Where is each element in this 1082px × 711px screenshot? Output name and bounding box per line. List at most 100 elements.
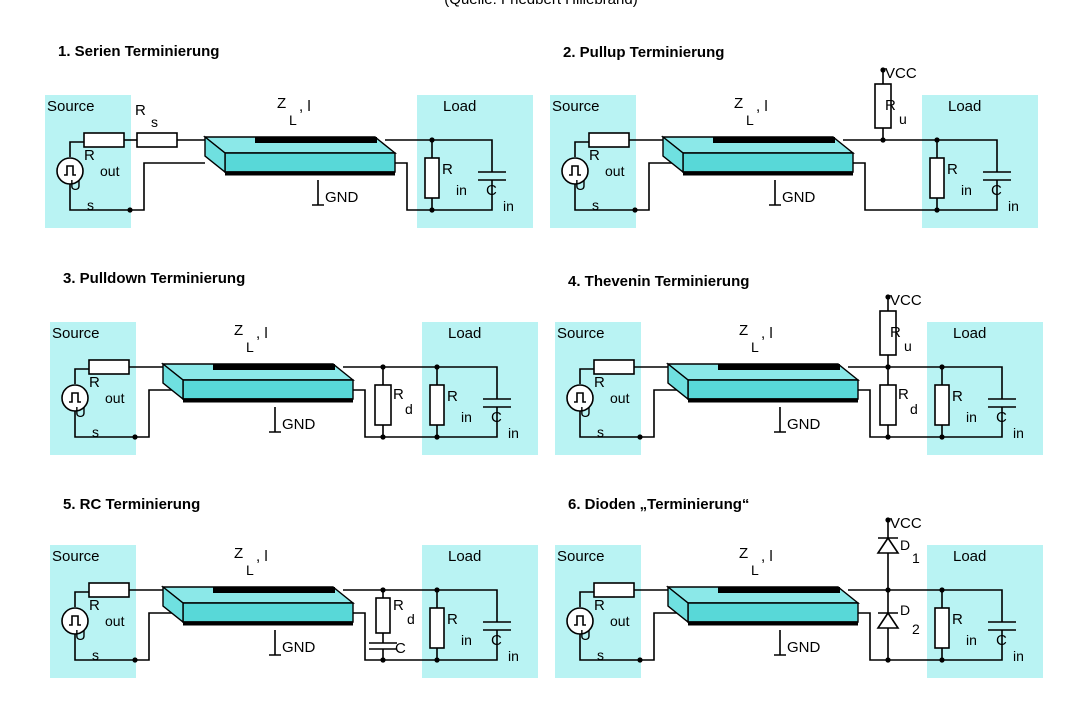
junction-dot xyxy=(434,364,440,370)
cin-label: C xyxy=(996,409,1007,426)
gnd-label: GND xyxy=(282,416,316,433)
line-front-face xyxy=(182,379,354,400)
source-return-wire xyxy=(579,612,715,661)
junction-dot xyxy=(127,207,133,213)
junction-dot xyxy=(939,587,945,593)
junction-dot xyxy=(934,137,940,143)
rs-sub: s xyxy=(151,114,158,130)
line-z-sub: L xyxy=(246,339,254,355)
rd-resistor xyxy=(375,597,391,634)
rin-sub: in xyxy=(456,182,467,198)
gnd-label: GND xyxy=(787,639,821,656)
output-wire xyxy=(343,366,498,387)
cin-label: C xyxy=(996,632,1007,649)
gnd-symbol xyxy=(312,180,324,206)
rin-label: R xyxy=(447,611,458,628)
us-label: U xyxy=(70,177,81,194)
rin-label: R xyxy=(952,388,963,405)
output-return-wire xyxy=(858,389,1003,438)
line-front-face xyxy=(182,602,354,623)
line-z-sub: L xyxy=(289,112,297,128)
rd-resistor xyxy=(879,384,897,426)
line-front-face xyxy=(687,379,859,400)
wire xyxy=(579,591,594,607)
gnd-label: GND xyxy=(787,416,821,433)
junction-dot xyxy=(885,434,891,440)
source-box xyxy=(550,95,636,228)
cin-label: C xyxy=(991,182,1002,199)
rout-sub: out xyxy=(100,163,120,179)
junction-dot xyxy=(380,587,386,593)
panel-title: 5. RC Terminierung xyxy=(63,496,200,513)
ru-sub: u xyxy=(899,111,907,127)
rin-resistor xyxy=(429,384,445,426)
source-return-wire xyxy=(69,162,205,211)
junction-dot xyxy=(434,657,440,663)
junction-dot xyxy=(885,587,891,593)
rout-label: R xyxy=(589,147,600,164)
us-sub: s xyxy=(92,647,99,663)
us-sub: s xyxy=(597,424,604,440)
output-wire xyxy=(385,139,493,160)
output-return-wire xyxy=(353,612,498,661)
pulse-symbol xyxy=(64,165,76,176)
us-label: U xyxy=(575,177,586,194)
rin-sub: in xyxy=(461,409,472,425)
cin-sub: in xyxy=(508,648,519,664)
gnd-label: GND xyxy=(782,189,816,206)
rout-resistor xyxy=(88,359,130,375)
line-z-label: Z xyxy=(277,95,286,112)
rd-label: R xyxy=(393,386,404,403)
rin-sub: in xyxy=(461,632,472,648)
cin-sub: in xyxy=(508,425,519,441)
line-z-label: Z xyxy=(234,545,243,562)
junction-dot xyxy=(434,434,440,440)
rd-sub: d xyxy=(910,401,918,417)
source-box xyxy=(555,545,641,678)
junction-dot xyxy=(885,364,891,370)
wire xyxy=(69,141,84,157)
output-wire xyxy=(848,589,1003,610)
line-z-label: Z xyxy=(234,322,243,339)
rout-resistor xyxy=(588,132,630,148)
source-box xyxy=(45,95,131,228)
rin-resistor xyxy=(424,157,440,199)
rout-label: R xyxy=(89,374,100,391)
rin-sub: in xyxy=(966,409,977,425)
rin-resistor xyxy=(934,607,950,649)
line-length-label: , l xyxy=(299,98,311,115)
junction-dot xyxy=(885,517,891,523)
rin-label: R xyxy=(947,161,958,178)
ru-label: R xyxy=(890,324,901,341)
source-label: Source xyxy=(557,325,605,342)
panel-title: 4. Thevenin Terminierung xyxy=(568,273,749,290)
d1-diode-icon xyxy=(876,536,900,554)
rout-sub: out xyxy=(105,390,125,406)
rout-resistor xyxy=(88,582,130,598)
line-z-sub: L xyxy=(751,562,759,578)
junction-dot xyxy=(934,207,940,213)
rin-resistor xyxy=(929,157,945,199)
source-label: Source xyxy=(47,98,95,115)
us-sub: s xyxy=(597,647,604,663)
rd-resistor xyxy=(374,384,392,426)
rout-sub: out xyxy=(605,163,625,179)
rout-label: R xyxy=(84,147,95,164)
output-return-wire xyxy=(395,162,493,211)
line-z-sub: L xyxy=(751,339,759,355)
rs-label: R xyxy=(135,102,146,119)
pulse-symbol xyxy=(69,615,81,626)
load-label: Load xyxy=(448,548,481,565)
cin-sub: in xyxy=(1013,648,1024,664)
junction-dot xyxy=(132,434,138,440)
caption: (Quelle: Friedbert Hillebrand) xyxy=(444,0,637,8)
source-return-wire xyxy=(74,612,210,661)
panel-title: 3. Pulldown Terminierung xyxy=(63,270,245,287)
gnd-label: GND xyxy=(325,189,359,206)
rout-resistor xyxy=(83,132,125,148)
load-label: Load xyxy=(953,325,986,342)
